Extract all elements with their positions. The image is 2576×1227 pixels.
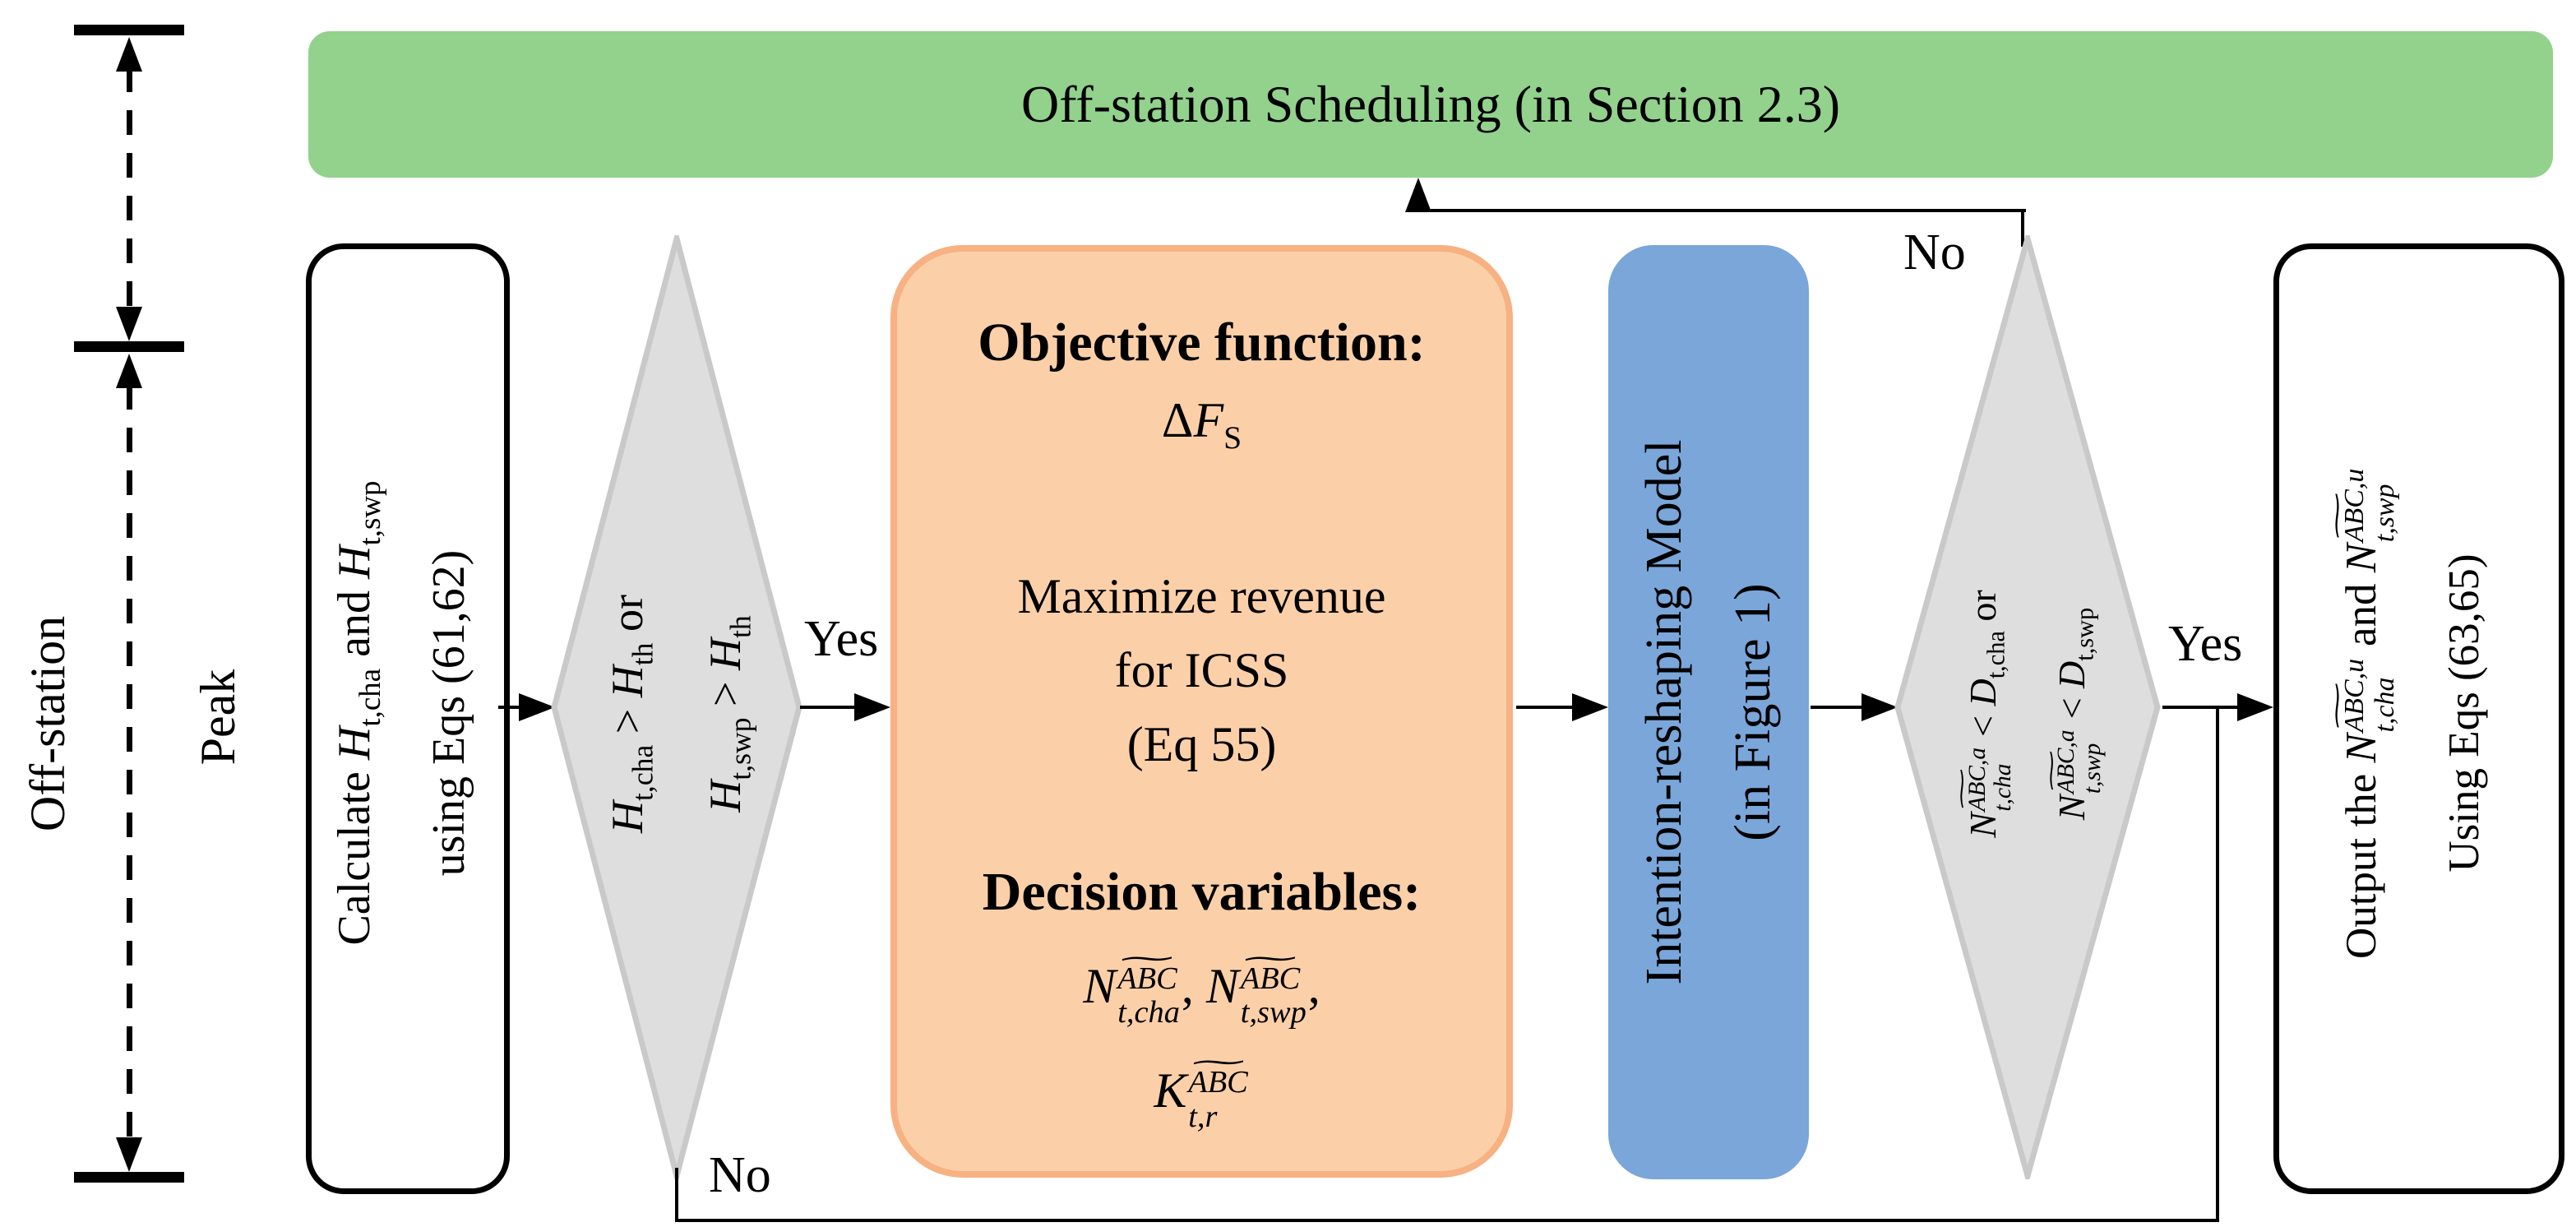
- decision-variables-heading: Decision variables:: [982, 862, 1422, 923]
- diamond1-line-1: Ht,cha > Hth or: [603, 595, 659, 833]
- no2-connector-vertical: [2021, 209, 2024, 247]
- arrowhead-right-icon: [1572, 693, 1608, 721]
- intention-line-2: (in Figure 1): [1725, 583, 1781, 841]
- connector-diamond1-objective: [800, 706, 858, 709]
- calculate-line-1: Calculate Ht,cha and Ht,swp: [329, 480, 387, 946]
- arrow-down-icon: [116, 1137, 142, 1172]
- label-yes-2: Yes: [2168, 616, 2243, 672]
- node-intention-text: Intention-reshaping Model (in Figure 1): [1608, 252, 1809, 1173]
- decision-diamond-2: [1894, 235, 2161, 1179]
- dashed-span-offstation: [127, 67, 132, 311]
- node-output-box: [2273, 243, 2564, 1194]
- arrowhead-right-icon: [2237, 693, 2273, 721]
- label-no-2: No: [1903, 225, 1966, 280]
- arrowhead-right-icon: [519, 693, 555, 721]
- measure-tick-bottom: [74, 1172, 184, 1183]
- objective-delta-fs: ΔFS: [1161, 392, 1242, 456]
- label-off-station: Off-station: [20, 615, 75, 832]
- connector-calc-diamond1: [498, 706, 526, 709]
- node-objective-box: Objective function: ΔFS Maximize revenue…: [890, 245, 1513, 1178]
- arrow-up-into-banner-icon: [1405, 178, 1431, 212]
- label-yes-1: Yes: [804, 611, 879, 667]
- banner-off-station-scheduling: Off-station Scheduling (in Section 2.3): [308, 31, 2553, 178]
- no1-connector-drop: [675, 1168, 678, 1222]
- objective-maximize: Maximize revenue: [1017, 569, 1386, 624]
- decision-variables-line-1: NABCt,cha, NABCt,swp,: [1083, 949, 1320, 1030]
- connector-intention-diamond2: [1811, 706, 1863, 709]
- objective-eq55: (Eq 55): [1126, 717, 1277, 772]
- decision-variables-line-2: KABCt,r: [1154, 1053, 1249, 1135]
- no1-connector-rise: [2216, 706, 2219, 1222]
- intention-line-1: Intention-reshaping Model: [1635, 439, 1692, 985]
- no2-connector-horizontal: [1417, 209, 2026, 212]
- decision-diamond-1-text: Ht,cha > Hth or Ht,swp > Hth: [553, 249, 800, 1178]
- arrow-up-icon: [116, 37, 142, 72]
- label-no-1: No: [709, 1147, 771, 1203]
- connector-objective-intention: [1516, 706, 1574, 709]
- diamond1-line-2: Ht,swp > Hth: [701, 615, 757, 813]
- label-peak: Peak: [190, 669, 245, 766]
- connector-diamond2-output: [2162, 706, 2241, 709]
- calculate-line-2: using Eqs (61,62): [423, 549, 474, 877]
- arrow-up-icon: [116, 354, 142, 388]
- node-calculate-text: Calculate Ht,cha and Ht,swp using Eqs (6…: [303, 252, 501, 1174]
- output-line-2: Using Eqs (63,65): [2440, 553, 2488, 873]
- objective-for-icss: for ICSS: [1114, 643, 1289, 698]
- measure-tick-top: [74, 25, 184, 35]
- dashed-span-peak: [127, 385, 132, 1139]
- measure-tick-middle: [74, 341, 184, 352]
- no1-connector-bottom: [675, 1219, 2219, 1222]
- arrow-down-icon: [116, 307, 142, 341]
- arrowhead-right-icon: [1861, 693, 1898, 721]
- banner-title: Off-station Scheduling (in Section 2.3): [1021, 75, 1840, 133]
- node-calculate-box: [306, 243, 510, 1194]
- arrowhead-right-icon: [854, 693, 890, 721]
- node-intention-box: [1608, 245, 1809, 1179]
- objective-heading: Objective function:: [978, 313, 1426, 373]
